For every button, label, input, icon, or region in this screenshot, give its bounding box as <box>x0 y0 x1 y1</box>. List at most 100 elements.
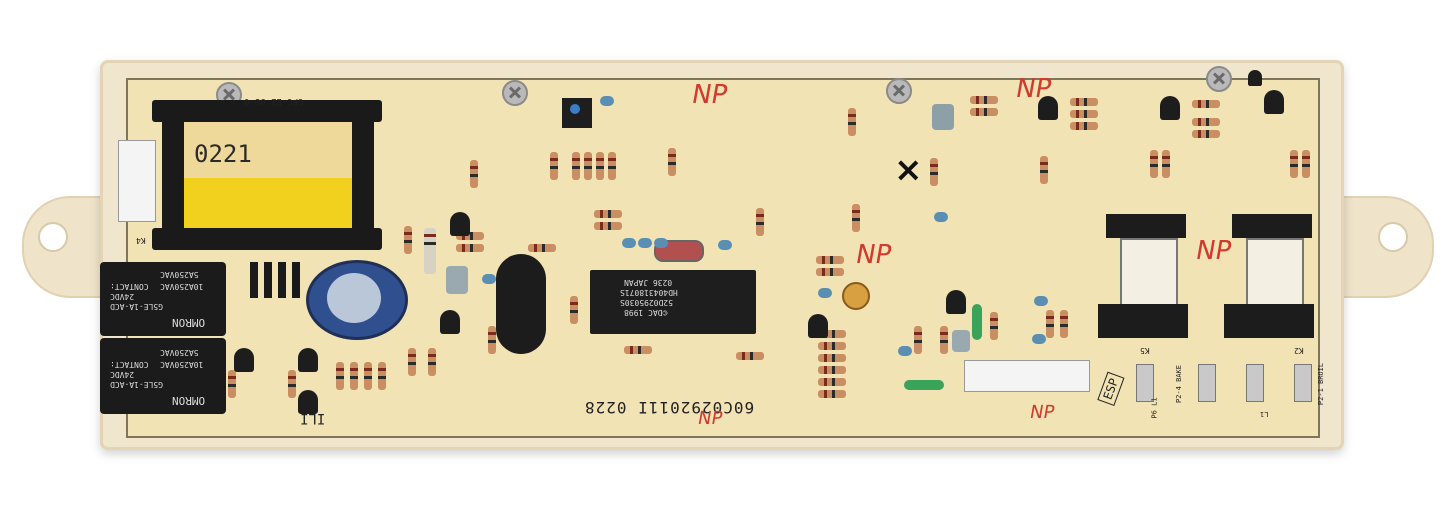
np-mark: NP <box>853 240 894 270</box>
resistor <box>1192 130 1220 138</box>
resistor <box>1046 310 1054 338</box>
resistor <box>848 108 856 136</box>
resistor <box>1302 150 1310 178</box>
transformer: 0221 <box>152 100 382 250</box>
resistor <box>228 370 236 398</box>
terminal-label: P2-4 BAKE <box>1174 365 1183 403</box>
diode <box>292 262 300 298</box>
resistor <box>1070 110 1098 118</box>
ceramic-capacitor <box>638 238 652 248</box>
np-mark: NP <box>1028 402 1057 423</box>
ceramic-capacitor <box>934 212 948 222</box>
resistor <box>572 152 580 180</box>
resistor <box>408 348 416 376</box>
resistor <box>970 108 998 116</box>
relay-name: K2 <box>1294 346 1304 355</box>
transistor <box>808 314 828 338</box>
resistor <box>550 152 558 180</box>
transformer-label: 0221 <box>194 140 252 168</box>
resistor <box>1040 156 1048 184</box>
terminal-label: L1 <box>1260 410 1269 418</box>
diode <box>264 262 272 298</box>
x-mark: × <box>894 150 923 190</box>
ceramic-capacitor <box>718 240 732 250</box>
resistor <box>1070 122 1098 130</box>
electrolytic-capacitor <box>446 266 468 294</box>
ceramic-capacitor <box>482 274 496 284</box>
screw-icon <box>886 78 912 104</box>
spade-terminal <box>1136 364 1154 402</box>
resistor <box>668 148 676 176</box>
ceramic-capacitor <box>1032 334 1046 344</box>
electrolytic-capacitor <box>842 282 870 310</box>
transistor <box>298 390 318 414</box>
resistor <box>404 226 412 254</box>
resistor <box>488 326 496 354</box>
resistor <box>816 256 844 264</box>
ceramic-capacitor <box>654 238 668 248</box>
relay-k5 <box>1098 214 1190 338</box>
resistor <box>624 346 652 354</box>
relay-k2 <box>1224 214 1316 338</box>
resistor <box>1060 310 1068 338</box>
resistor <box>940 326 948 354</box>
resistor <box>818 366 846 374</box>
microcontroller-ic: 0236 JAPAN HD404318071S 52D0295030S ©DAC… <box>590 270 756 334</box>
resistor <box>424 228 436 274</box>
resistor <box>818 342 846 350</box>
resistor <box>1162 150 1170 178</box>
diode <box>278 262 286 298</box>
left-mounting-hole <box>38 222 68 252</box>
resistor <box>596 152 604 180</box>
resistor <box>594 210 622 218</box>
resistor <box>1150 150 1158 178</box>
spade-terminal <box>1246 364 1264 402</box>
resistor <box>852 204 860 232</box>
green-diode <box>972 304 982 340</box>
np-mark: NP <box>1193 236 1234 266</box>
small-ic <box>562 98 592 128</box>
cpc-code-label: CPC-E2 9U-0 <box>244 96 304 106</box>
relay-bottom: OMRON G5LE-1A-ACD 24VDC CONTACT: 10A250V… <box>100 338 226 414</box>
spade-terminal <box>1294 364 1312 402</box>
relay-name: K5 <box>1140 346 1150 355</box>
resistor <box>990 312 998 340</box>
relay-name: K4 <box>136 236 146 245</box>
screw-icon <box>502 80 528 106</box>
resistor <box>608 152 616 180</box>
resistor <box>584 152 592 180</box>
resistor <box>336 362 344 390</box>
part-number-label: 60C0292011I 0228 <box>584 398 755 417</box>
transistor <box>234 348 254 372</box>
electrolytic-capacitor <box>306 260 408 340</box>
terminal-label: P2-1 BROIL <box>1317 362 1326 406</box>
relay-top: OMRON G5LE-1A-ACD 24VDC CONTACT: 10A250V… <box>100 262 226 336</box>
resistor <box>1192 118 1220 126</box>
ceramic-capacitor <box>898 346 912 356</box>
resistor <box>818 354 846 362</box>
resistor <box>594 222 622 230</box>
transistor <box>298 348 318 372</box>
ceramic-capacitor <box>818 288 832 298</box>
resistor <box>456 232 484 240</box>
resistor <box>350 362 358 390</box>
resistor <box>816 268 844 276</box>
electrolytic-capacitor <box>932 104 954 130</box>
ceramic-capacitor <box>600 96 614 106</box>
resistor <box>570 296 578 324</box>
resistor <box>970 96 998 104</box>
right-mounting-hole <box>1378 222 1408 252</box>
green-diode <box>904 380 944 390</box>
terminal-label: P6 L1 <box>1150 397 1159 419</box>
left-connector <box>118 140 156 222</box>
np-mark: NP <box>689 80 730 110</box>
resistor <box>378 362 386 390</box>
resistor <box>288 370 296 398</box>
ceramic-capacitor <box>1034 296 1048 306</box>
transistor <box>440 310 460 334</box>
electrolytic-capacitor <box>952 330 970 352</box>
resistor <box>1192 100 1220 108</box>
resistor <box>818 390 846 398</box>
spade-terminal <box>1198 364 1216 402</box>
resistor <box>428 348 436 376</box>
